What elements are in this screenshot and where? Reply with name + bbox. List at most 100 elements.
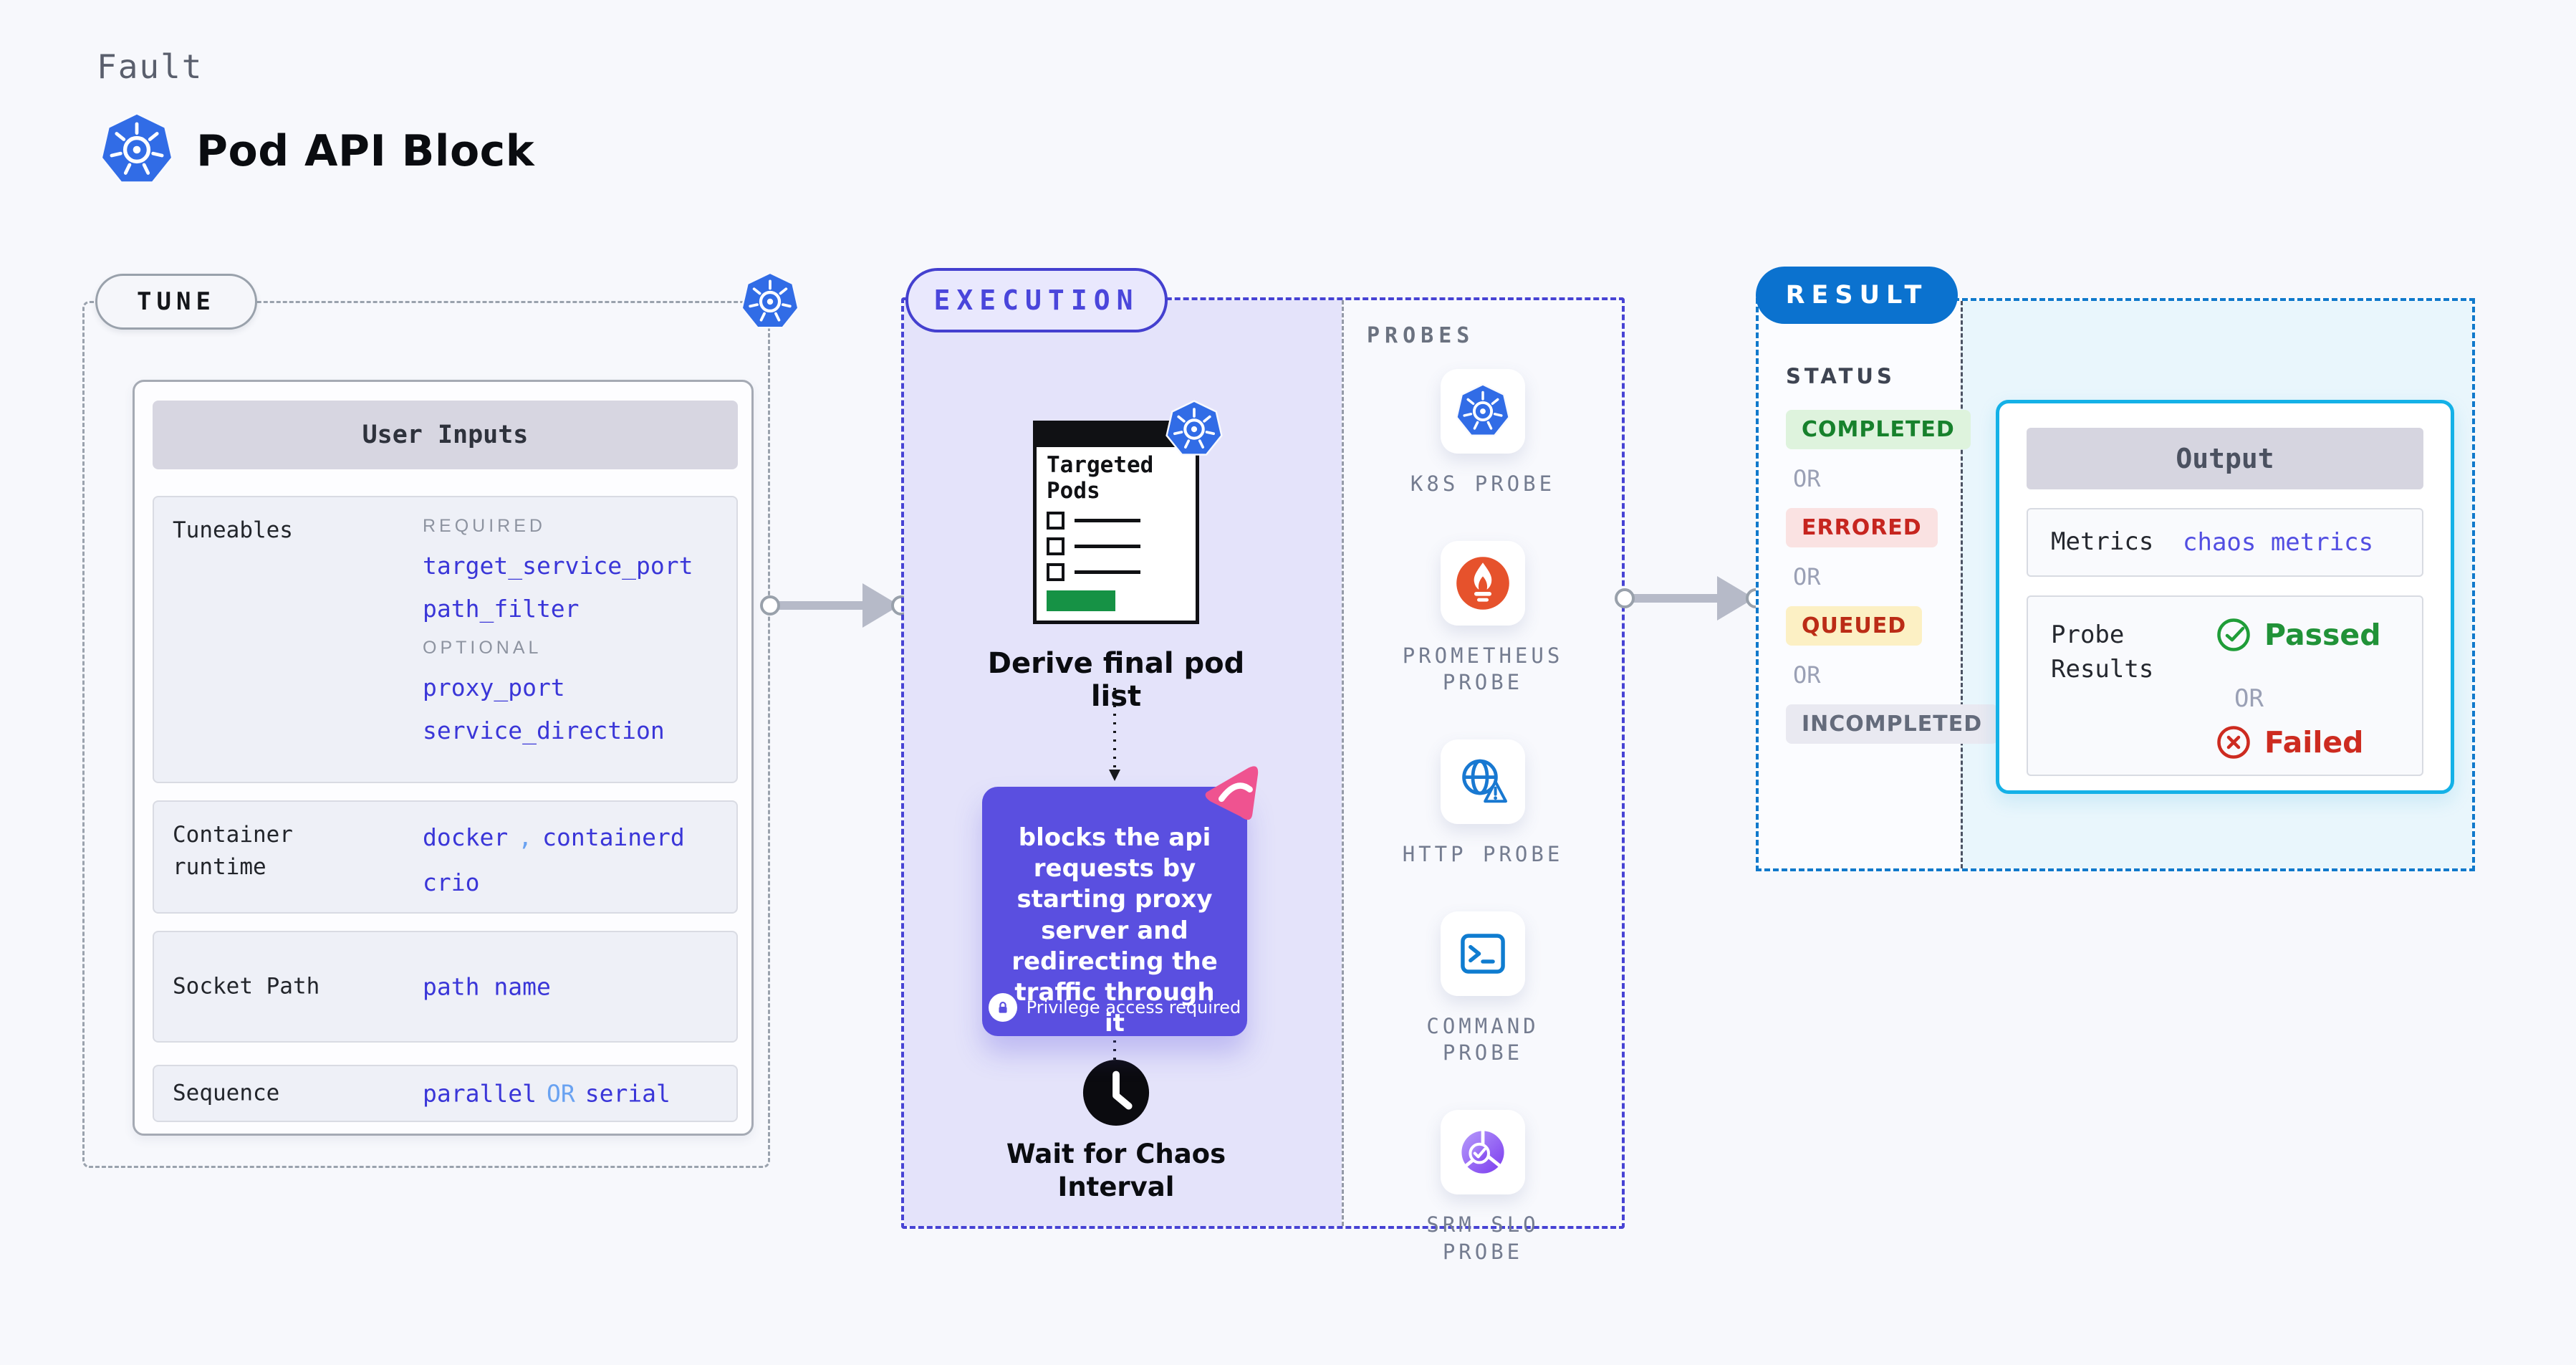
- runtime-separator: ,: [518, 823, 533, 851]
- targeted-pods-document: Targeted Pods: [1033, 421, 1199, 624]
- fault-action-card: blocks the api requests by starting prox…: [982, 766, 1259, 1038]
- probe-label: HTTP PROBE: [1402, 842, 1564, 867]
- tuneables-section: Tuneables REQUIRED target_service_port p…: [153, 496, 738, 783]
- wait-for-chaos-label: Wait for Chaos Interval: [1006, 1139, 1226, 1203]
- probe-card: [1441, 911, 1525, 996]
- tune-panel: [82, 301, 770, 1168]
- status-title: STATUS: [1786, 364, 1895, 388]
- container-runtime-section: Container runtime docker , containerd cr…: [153, 800, 738, 914]
- srm-slo-probe-icon: [1461, 1129, 1504, 1174]
- status-or: OR: [1793, 465, 1821, 492]
- list-line: [1075, 545, 1140, 549]
- runtime-docker: docker: [423, 823, 509, 851]
- status-or: OR: [1793, 563, 1821, 590]
- pod-list-row: [1047, 563, 1186, 582]
- derive-pod-list-label: Derive final pod list: [987, 647, 1245, 713]
- probe-item-http: HTTP PROBE: [1397, 739, 1569, 868]
- probe-label: K8S PROBE: [1410, 471, 1556, 496]
- sequence-serial: serial: [585, 1079, 671, 1108]
- metrics-label: Metrics: [2051, 527, 2154, 557]
- page-title: Pod API Block: [196, 126, 535, 176]
- probe-card: [1441, 739, 1525, 825]
- litmus-chaos-icon: [1205, 766, 1259, 820]
- output-title: Output: [2027, 428, 2423, 489]
- sequence-or: OR: [546, 1079, 575, 1108]
- container-runtime-label: Container runtime: [173, 822, 293, 880]
- status-badge-completed: COMPLETED: [1786, 410, 1971, 449]
- execution-badge: EXECUTION: [905, 268, 1168, 332]
- probe-item-k8s: K8S PROBE: [1397, 369, 1569, 498]
- prometheus-probe-icon: [1456, 556, 1509, 610]
- probe-item-srm-slo: SRM SLO PROBE: [1397, 1110, 1569, 1265]
- tuneables-label: Tuneables: [173, 517, 293, 543]
- clock-icon: [1082, 1059, 1150, 1126]
- privilege-note: Privilege access required: [982, 993, 1247, 1022]
- fault-kicker: Fault: [97, 47, 203, 86]
- dotted-flow-arrow: [1109, 688, 1120, 781]
- progress-bar: [1047, 590, 1115, 612]
- list-line: [1075, 519, 1140, 523]
- checkbox-icon: [1047, 537, 1064, 556]
- socket-path-value: path name: [423, 972, 551, 1001]
- status-badge-incompleted: INCOMPLETED: [1786, 704, 1999, 744]
- result-panel: STATUS COMPLETED OR ERRORED OR QUEUED OR…: [1756, 298, 2475, 871]
- k8s-probe-icon: [1455, 383, 1511, 439]
- user-inputs-title: User Inputs: [153, 401, 738, 469]
- param-service-direction: service_direction: [423, 717, 665, 744]
- probe-label: PROMETHEUS PROBE: [1402, 643, 1564, 695]
- probe-label: SRM SLO PROBE: [1426, 1212, 1539, 1264]
- probe-card: [1441, 540, 1525, 626]
- x-circle-icon: [2217, 726, 2250, 759]
- status-list: COMPLETED OR ERRORED OR QUEUED OR INCOMP…: [1786, 410, 1999, 744]
- output-card: Output Metrics chaos metrics Probe Resul…: [1996, 400, 2454, 794]
- failed-label: Failed: [2264, 725, 2364, 760]
- status-badge-errored: ERRORED: [1786, 508, 1938, 547]
- runtime-containerd: containerd: [542, 823, 685, 851]
- probe-item-prometheus: PROMETHEUS PROBE: [1397, 540, 1569, 696]
- status-or: OR: [1793, 661, 1821, 689]
- flow-arrow-execution-to-result: [1615, 576, 1766, 621]
- sequence-section: Sequence parallel OR serial: [153, 1065, 738, 1122]
- param-path-filter: path_filter: [423, 595, 580, 623]
- socket-path-section: Socket Path path name: [153, 931, 738, 1043]
- list-line: [1075, 570, 1140, 575]
- checkbox-icon: [1047, 563, 1064, 582]
- socket-path-label: Socket Path: [173, 973, 320, 1000]
- http-probe-icon: [1462, 759, 1507, 803]
- pod-list-row: [1047, 512, 1186, 530]
- param-proxy-port: proxy_port: [423, 674, 565, 701]
- probe-results-row: Probe Results Passed OR Failed: [2027, 595, 2423, 776]
- privilege-label: Privilege access required: [1026, 997, 1241, 1017]
- probe-item-command: COMMAND PROBE: [1397, 911, 1569, 1067]
- runtime-crio: crio: [423, 868, 480, 896]
- metrics-row: Metrics chaos metrics: [2027, 508, 2423, 577]
- required-label: REQUIRED: [423, 516, 546, 536]
- passed-result: Passed: [2216, 617, 2381, 653]
- sequence-parallel: parallel: [423, 1079, 537, 1108]
- check-circle-icon: [2217, 618, 2250, 651]
- optional-label: OPTIONAL: [423, 638, 542, 658]
- probes-panel: PROBES K8S PROBE: [1342, 300, 1622, 1264]
- user-inputs-card: User Inputs Tuneables REQUIRED target_se…: [133, 380, 754, 1136]
- kubernetes-icon: [1165, 400, 1224, 459]
- flow-arrow-tune-to-execution: [760, 583, 911, 628]
- fault-action-text: blocks the api requests by starting prox…: [1011, 823, 1218, 1038]
- sequence-label: Sequence: [173, 1080, 280, 1106]
- probe-results-or: OR: [2234, 684, 2264, 713]
- lock-icon: [988, 993, 1017, 1022]
- probe-label: COMMAND PROBE: [1426, 1013, 1539, 1065]
- execution-panel: PROBES K8S PROBE: [901, 297, 1625, 1264]
- targeted-pods-label: Targeted Pods: [1047, 452, 1154, 504]
- probe-results-label: Probe Results: [2051, 621, 2154, 684]
- probes-title: PROBES: [1367, 323, 1475, 348]
- checkbox-icon: [1047, 512, 1064, 530]
- kubernetes-icon: [740, 272, 800, 332]
- param-target-service-port: target_service_port: [423, 552, 693, 580]
- result-badge: RESULT: [1756, 267, 1958, 324]
- status-badge-queued: QUEUED: [1786, 606, 1923, 646]
- probe-card: [1441, 369, 1525, 454]
- command-probe-icon: [1461, 934, 1505, 974]
- probe-card: [1441, 1110, 1525, 1195]
- kubernetes-icon: [99, 112, 175, 188]
